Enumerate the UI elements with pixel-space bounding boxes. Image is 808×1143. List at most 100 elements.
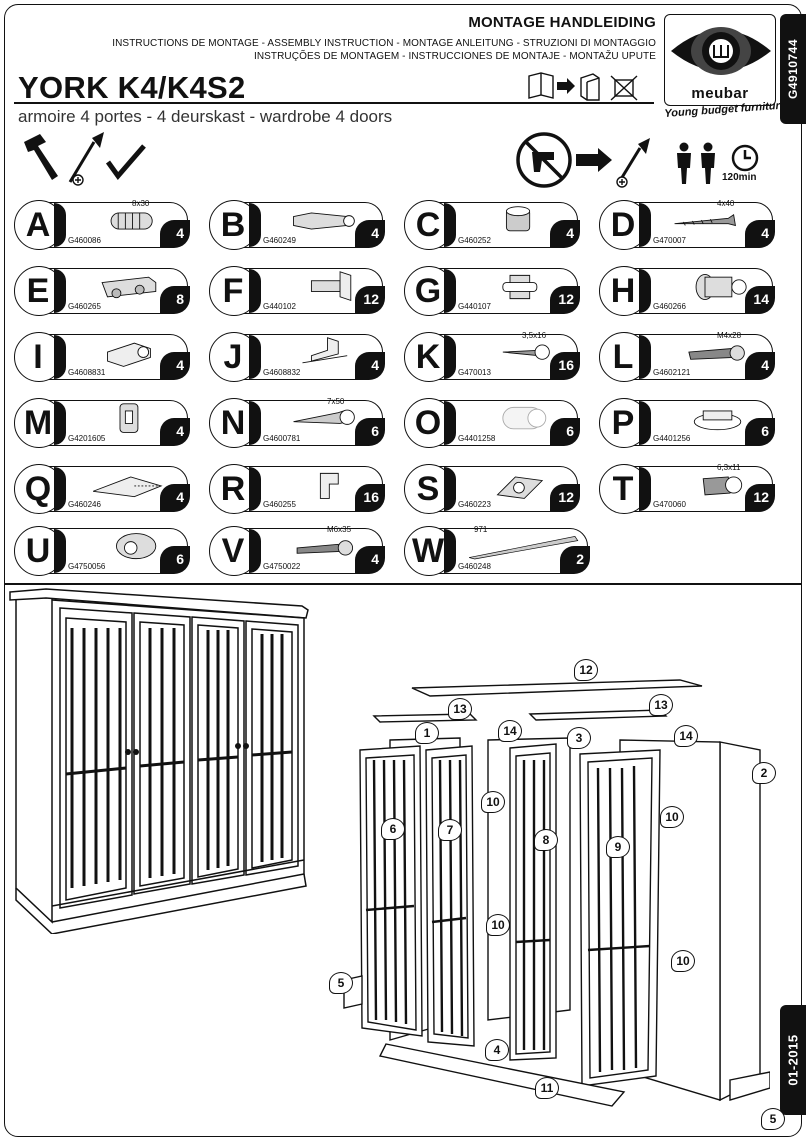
part-illustration-icon [502, 274, 538, 300]
part-quantity-badge: 4 [355, 546, 385, 574]
part-illustration-icon [496, 476, 544, 499]
panel-number-label: 13 [649, 694, 673, 716]
part-letter: F [222, 272, 244, 310]
part-code: G4750056 [68, 562, 106, 571]
part-letter-badge [209, 266, 261, 316]
part-code: G470007 [653, 236, 686, 245]
part-illustration-icon [115, 533, 157, 560]
part-u: U G4750056 6 [14, 522, 190, 576]
packaging-pictograms [528, 72, 638, 101]
part-letter-badge [599, 398, 651, 448]
panel-number-label: 9 [606, 836, 630, 858]
panel-number-label: 13 [448, 698, 472, 720]
part-quantity-badge: 4 [550, 220, 580, 248]
part-code: G460265 [68, 302, 101, 311]
hammer-icon [24, 134, 58, 180]
part-quantity: 12 [753, 489, 769, 505]
part-letter: U [25, 532, 51, 570]
panel-number-label: 8 [534, 829, 558, 851]
part-code: G4608831 [68, 368, 106, 377]
eye-logo-icon [671, 27, 771, 75]
part-illustration-icon [674, 213, 736, 227]
part-quantity: 2 [576, 551, 584, 567]
brand-logo: meubar [664, 14, 776, 106]
panel-number-label: 14 [498, 720, 522, 742]
part-illustration-icon [502, 406, 547, 430]
book-icon [528, 72, 554, 99]
part-code: G460252 [458, 236, 491, 245]
part-letter: K [415, 338, 441, 376]
page-frame [4, 4, 802, 1137]
two-persons-icon [677, 142, 715, 184]
part-illustration-icon [505, 206, 531, 232]
part-size: 7x50 [327, 397, 345, 406]
panel-number-label: 5 [329, 972, 353, 994]
part-code: G4600781 [263, 434, 301, 443]
part-size: 3,5x16 [522, 331, 547, 340]
part-code: G440102 [263, 302, 296, 311]
part-illustration-icon [293, 212, 355, 230]
part-quantity: 12 [363, 291, 379, 307]
panel-number-label: 10 [660, 806, 684, 828]
part-letter-badge [404, 266, 456, 316]
part-illustration-icon [296, 540, 354, 556]
part-quantity-badge: 12 [550, 286, 580, 314]
panel-number-label: 10 [481, 791, 505, 813]
part-letter-badge [404, 398, 456, 448]
part-illustration-icon [92, 476, 163, 498]
part-letter-badge [404, 526, 456, 576]
part-letter: G [414, 272, 442, 310]
part-code: G4608832 [263, 368, 301, 377]
part-letter-badge [14, 332, 66, 382]
part-quantity-badge: 14 [745, 286, 775, 314]
part-code: G460086 [68, 236, 101, 245]
part-letter-badge [14, 398, 66, 448]
part-letter: O [414, 404, 442, 442]
part-quantity: 4 [761, 225, 769, 241]
part-illustration-icon [693, 410, 742, 431]
part-illustration-icon [702, 476, 743, 496]
assembly-time: 120min [722, 172, 757, 183]
part-letter-badge [599, 266, 651, 316]
section-divider [4, 583, 802, 585]
part-letter-badge [14, 464, 66, 514]
part-quantity-badge: 16 [550, 352, 580, 380]
part-quantity: 12 [558, 291, 574, 307]
part-quantity-badge: 6 [355, 418, 385, 446]
part-quantity-badge: 4 [160, 220, 190, 248]
part-letter-badge [404, 200, 456, 250]
part-code: G460246 [68, 500, 101, 509]
part-letter-badge [599, 332, 651, 382]
part-quantity: 12 [558, 489, 574, 505]
document-date: 01-2015 [785, 1034, 801, 1086]
part-quantity: 4 [176, 225, 184, 241]
part-quantity: 4 [566, 225, 574, 241]
required-tools [24, 132, 146, 186]
part-quantity-badge: 4 [355, 352, 385, 380]
part-illustration-icon [310, 271, 352, 302]
panel-number-label: 10 [671, 950, 695, 972]
part-quantity: 14 [753, 291, 769, 307]
part-code: G470013 [458, 368, 491, 377]
part-quantity: 6 [371, 423, 379, 439]
part-letter-badge [14, 200, 66, 250]
part-quantity: 6 [176, 551, 184, 567]
part-illustration-icon [502, 344, 550, 360]
part-letter: M [23, 404, 53, 442]
part-letter: P [611, 404, 635, 442]
part-quantity-badge: 4 [160, 352, 190, 380]
part-letter: S [416, 470, 440, 508]
part-letter: L [612, 338, 634, 376]
part-letter: Q [24, 470, 52, 508]
